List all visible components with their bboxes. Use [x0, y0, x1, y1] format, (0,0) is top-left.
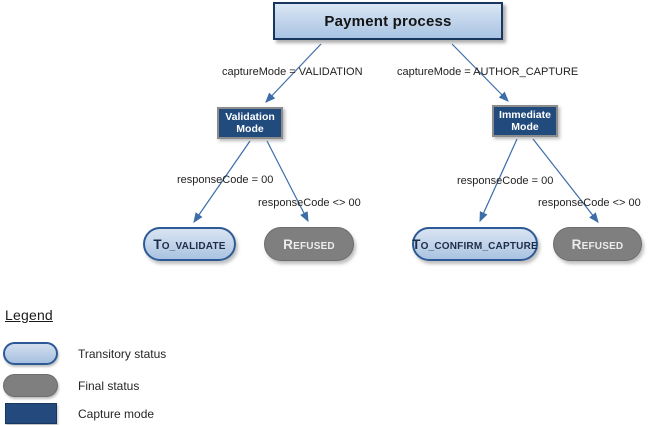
- immediate-mode-node: Immediate Mode: [492, 105, 558, 137]
- to-confirm-capture-label: TO_CONFIRM_CAPTURE: [412, 236, 538, 252]
- status-node-refused-right: REFUSED: [553, 227, 642, 261]
- edge-arrow-validation-to-to-validate: [193, 140, 251, 223]
- edge-arrow-immediate-to-to-confirm-capture: [479, 138, 518, 223]
- legend-swatch-transitory-status: [3, 342, 58, 365]
- edge-arrow-root-to-validation-mode: [265, 43, 322, 103]
- to-validate-label: TO_VALIDATE: [153, 236, 226, 252]
- status-node-to-validate: TO_VALIDATE: [143, 227, 236, 261]
- validation-mode-label: Validation Mode: [225, 110, 275, 136]
- payment-process-node: Payment process: [273, 2, 503, 40]
- legend-label-transitory-status: Transitory status: [78, 347, 167, 361]
- edge-arrow-immediate-to-refused: [532, 138, 599, 223]
- edge-arrow-root-to-immediate-mode: [451, 43, 509, 102]
- status-node-refused-left: REFUSED: [264, 227, 354, 261]
- payment-process-label: Payment process: [324, 12, 452, 30]
- edge-label-responsecode-eq-00-left: responseCode = 00: [177, 174, 274, 186]
- refused-label-left: REFUSED: [283, 236, 335, 252]
- edge-label-responsecode-eq-00-right: responseCode = 00: [457, 175, 554, 187]
- legend-swatch-final-status: [3, 374, 58, 397]
- refused-label-right: REFUSED: [571, 236, 624, 252]
- edge-label-capturemode-validation: captureMode = VALIDATION: [222, 66, 363, 78]
- legend-title: Legend: [5, 307, 53, 323]
- immediate-mode-label: Immediate Mode: [499, 108, 551, 134]
- legend-label-capture-mode: Capture mode: [78, 407, 155, 421]
- validation-mode-node: Validation Mode: [217, 107, 283, 139]
- edge-label-capturemode-author-capture: captureMode = AUTHOR_CAPTURE: [397, 66, 579, 78]
- edge-label-responsecode-ne-00-left: responseCode <> 00: [258, 197, 361, 209]
- edge-arrow-validation-to-refused: [266, 140, 309, 223]
- legend-swatch-capture-mode: [5, 403, 57, 424]
- edge-label-responsecode-ne-00-right: responseCode <> 00: [538, 197, 641, 209]
- legend-label-final-status: Final status: [78, 379, 140, 393]
- status-node-to-confirm-capture: TO_CONFIRM_CAPTURE: [412, 227, 538, 261]
